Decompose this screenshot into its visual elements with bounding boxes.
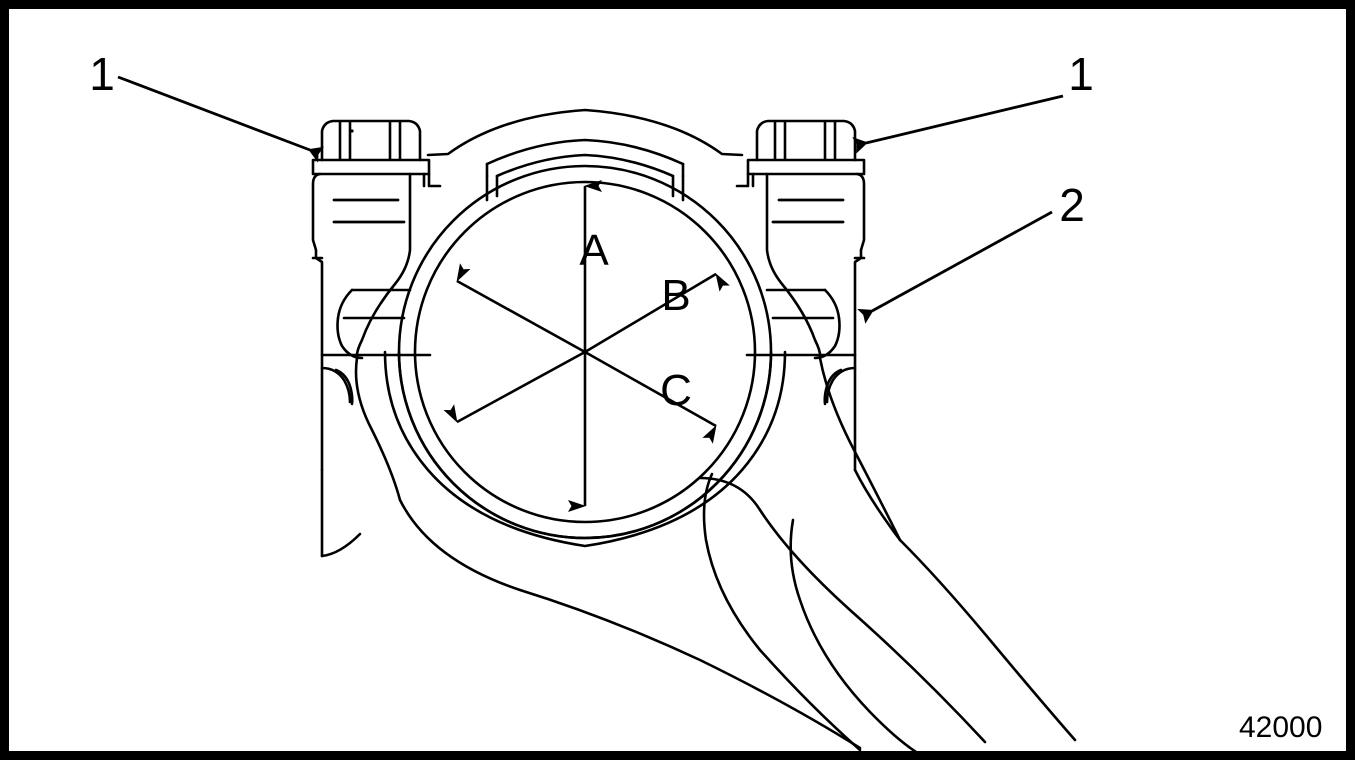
callout-2-leader bbox=[857, 210, 1053, 324]
callout-1-left-leader bbox=[117, 75, 325, 163]
measure-c-label: C bbox=[660, 366, 692, 415]
callout-2-label: 2 bbox=[1059, 179, 1085, 231]
rod-fillet-left bbox=[320, 468, 362, 558]
bolt-left bbox=[311, 119, 431, 176]
rod-shank bbox=[398, 468, 1077, 760]
bolt-right bbox=[746, 119, 866, 176]
reference-number: 42000 bbox=[1239, 711, 1322, 744]
measure-b-label: B bbox=[661, 271, 690, 320]
measure-c-arrow bbox=[443, 350, 717, 444]
callout-1-right-label: 1 bbox=[1068, 48, 1094, 100]
cap-center-posts bbox=[485, 174, 685, 202]
callout-1-left-label: 1 bbox=[89, 48, 115, 100]
cap-top-outer-arch bbox=[426, 108, 744, 157]
measure-a-label: A bbox=[579, 226, 609, 275]
measure-b-arrow bbox=[456, 263, 730, 354]
cap-body-left bbox=[311, 172, 442, 502]
cap-top-inner-arch bbox=[485, 138, 685, 178]
bearing-shell-ring bbox=[383, 350, 787, 548]
callout-1-right-leader bbox=[852, 94, 1064, 154]
cap-body-right bbox=[735, 172, 902, 542]
